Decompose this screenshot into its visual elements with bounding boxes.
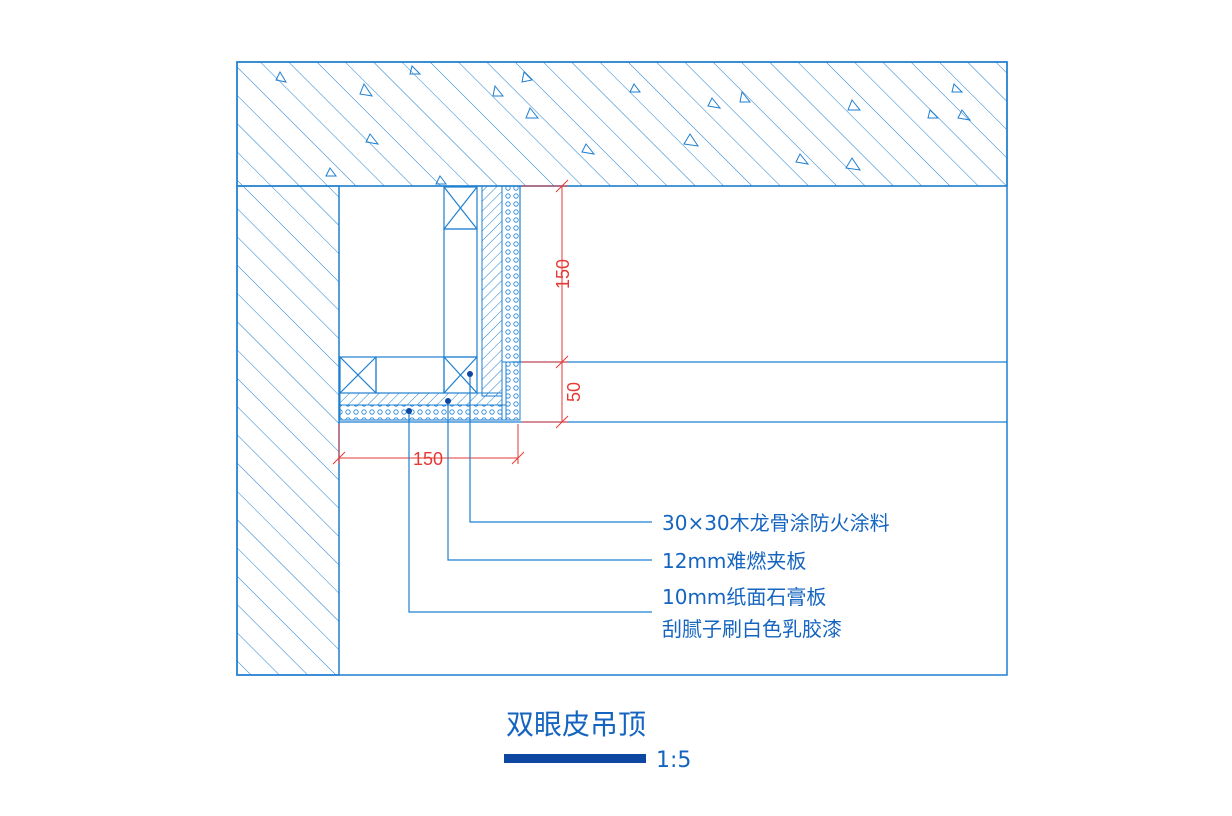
board-layers-vertical [481,185,521,421]
leader-dots [406,371,473,414]
callout-gypsum-line1: 10mm纸面石膏板 [662,585,826,609]
callout-gypsum-line2: 刮腻子刷白色乳胶漆 [662,617,842,641]
wood-keel [339,186,478,394]
ceiling-lines [339,185,1007,423]
callout-keel: 30×30木龙骨涂防火涂料 [662,511,890,535]
dimension-label-horizontal: 150 [413,449,443,469]
title-bar [504,754,646,763]
concrete-slab [236,61,1008,187]
board-layers-horizontal [339,392,507,421]
leader-lines [408,374,652,613]
drawing-scale: 1:5 [656,748,691,773]
drawing-title: 双眼皮吊顶 [506,708,646,741]
side-wall [236,185,340,676]
callout-board: 12mm难燃夹板 [662,549,806,573]
dimension-label-vertical-lower: 50 [564,382,584,402]
dimension-horizontal [332,424,525,465]
dimension-vertical-lower [522,362,569,429]
dimension-label-vertical-upper: 150 [553,259,573,289]
